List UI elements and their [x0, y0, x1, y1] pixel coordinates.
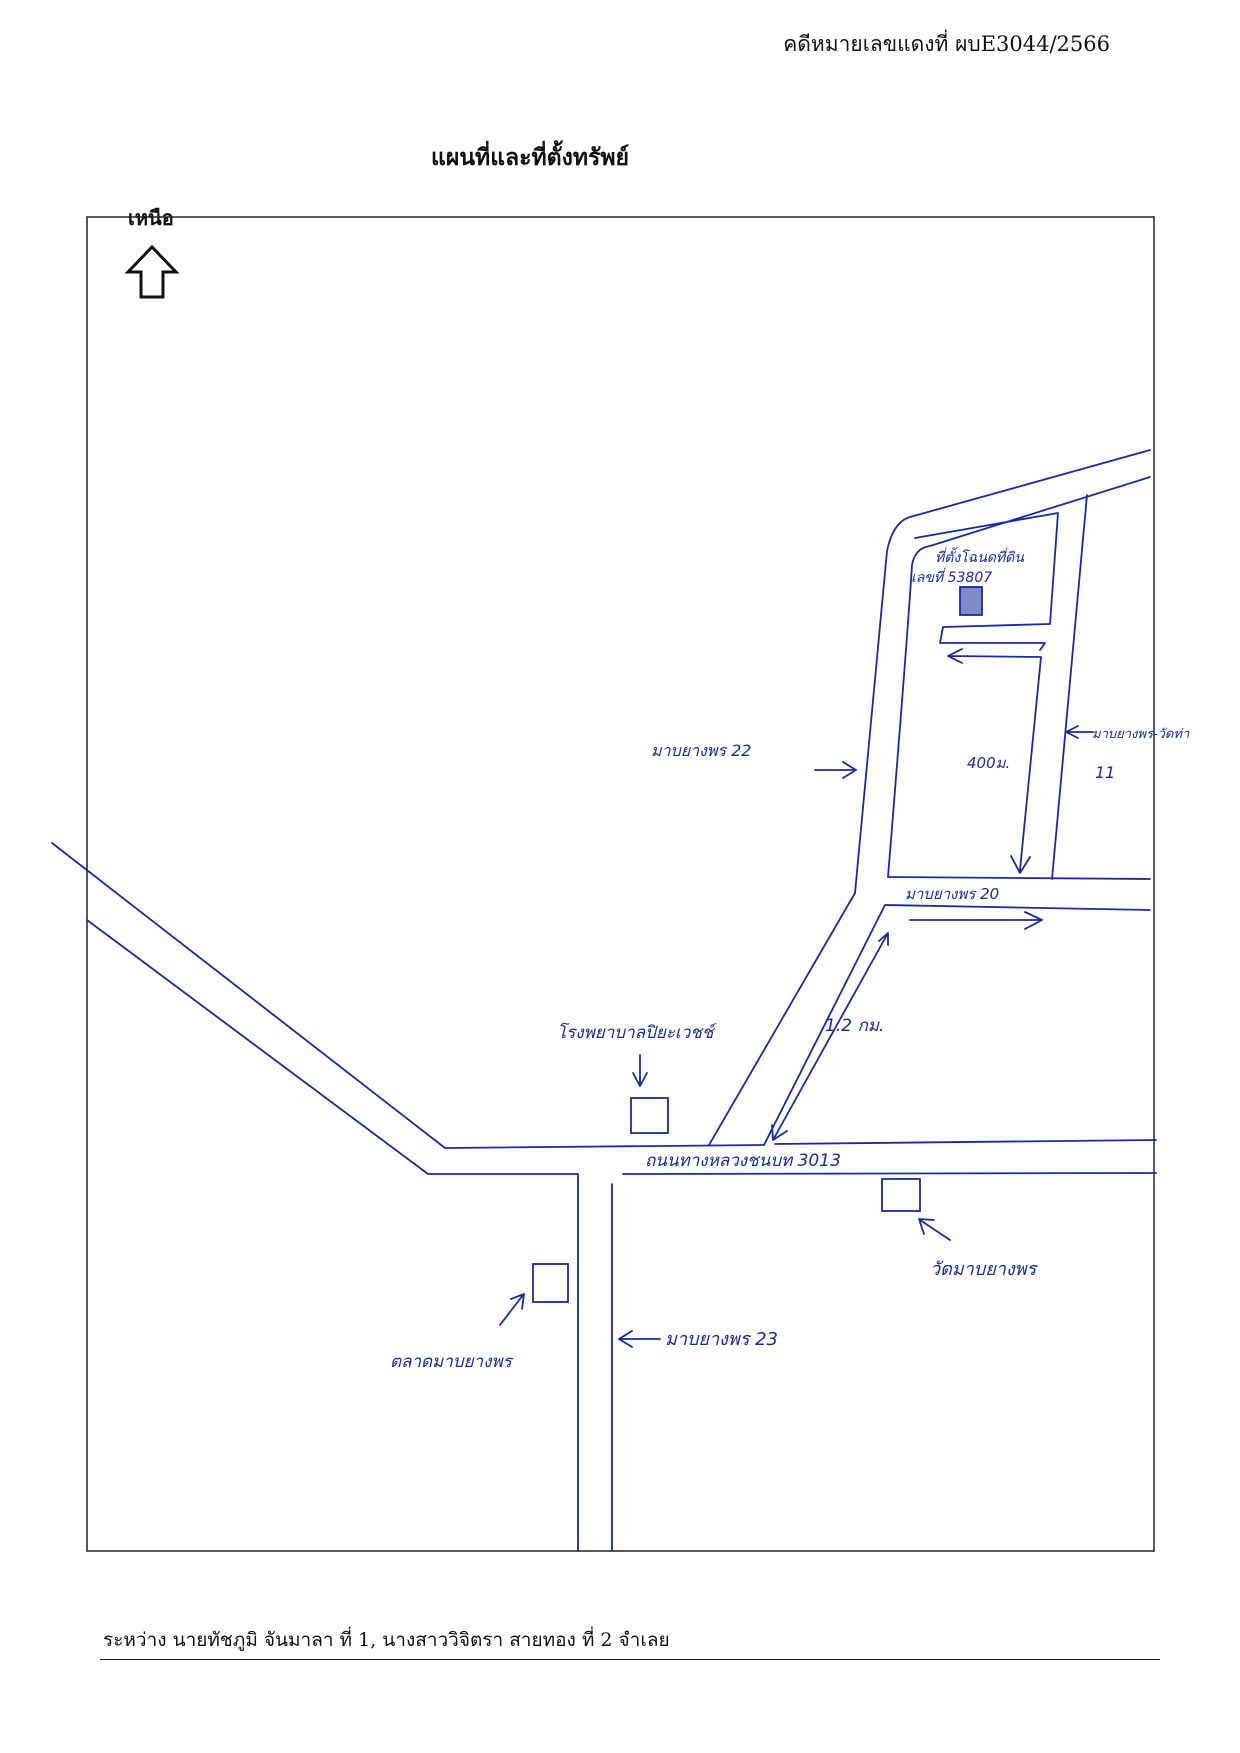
- temple-building: [881, 1178, 921, 1212]
- deed-number-label: เลขที่ 53807: [911, 567, 992, 586]
- temple-label: วัดมาบยางพร: [930, 1259, 1039, 1280]
- road-11-label-b: 11: [1095, 763, 1115, 782]
- main-road-edge-south: [86, 919, 1157, 1175]
- footer-parties: ระหว่าง นายทัชภูมิ จันมาลา ที่ 1, นางสาว…: [103, 1629, 670, 1651]
- road-23-pointer: [618, 1330, 661, 1348]
- distance-400m-arrow: [947, 648, 1042, 874]
- market-pointer: [499, 1293, 525, 1326]
- road-20-arrow: [909, 911, 1043, 930]
- map-frame: [86, 216, 1155, 1552]
- main-road-edge-north: [51, 842, 1157, 1149]
- road-22-east-edge: [887, 476, 1151, 878]
- road-11-edge: [1051, 494, 1088, 880]
- road-20-label: มาบยางพร 20: [905, 885, 999, 903]
- market-building: [532, 1263, 569, 1303]
- road-20-diagonal-east: [763, 904, 1151, 1146]
- road-22-pointer: [814, 761, 857, 779]
- distance-1-2km-label: 1.2 กม.: [825, 1016, 884, 1036]
- road-20-diagonal-west: [708, 892, 856, 1146]
- property-label: ที่ตั้งโฉนดที่ดิน: [935, 547, 1024, 566]
- north-arrow-icon: [124, 244, 180, 299]
- main-road-label: ถนนทางหลวงชนบท 3013: [645, 1151, 841, 1171]
- property-building: [959, 586, 983, 616]
- road-23-edges: [577, 1173, 613, 1552]
- road-22-west-edge: [854, 449, 1151, 894]
- page-title: แผนที่และที่ตั้งทรัพย์: [431, 144, 629, 171]
- hospital-pointer: [632, 1054, 648, 1087]
- hospital-building: [630, 1097, 669, 1134]
- north-label: เหนือ: [128, 206, 174, 230]
- road-11-pointer: [1065, 725, 1094, 739]
- road-22-label: มาบยางพร 22: [651, 741, 751, 760]
- road-11-label-a: มาบยางพร-วัดท่า: [1092, 727, 1190, 742]
- footer-rule: [100, 1659, 1160, 1660]
- property-lot: [914, 512, 1059, 651]
- market-label: ตลาดมาบยางพร: [390, 1352, 514, 1372]
- road-20-north-edge: [887, 876, 1151, 880]
- distance-1-2km-arrow: [771, 932, 889, 1141]
- hospital-label: โรงพยาบาลปิยะเวชช์: [557, 1022, 717, 1043]
- case-number: คดีหมายเลขแดงที่ ผบE3044/2566: [783, 32, 1110, 56]
- road-23-label: มาบยางพร 23: [665, 1329, 778, 1350]
- distance-400m-label: 400ม.: [967, 754, 1010, 772]
- temple-pointer: [918, 1218, 951, 1241]
